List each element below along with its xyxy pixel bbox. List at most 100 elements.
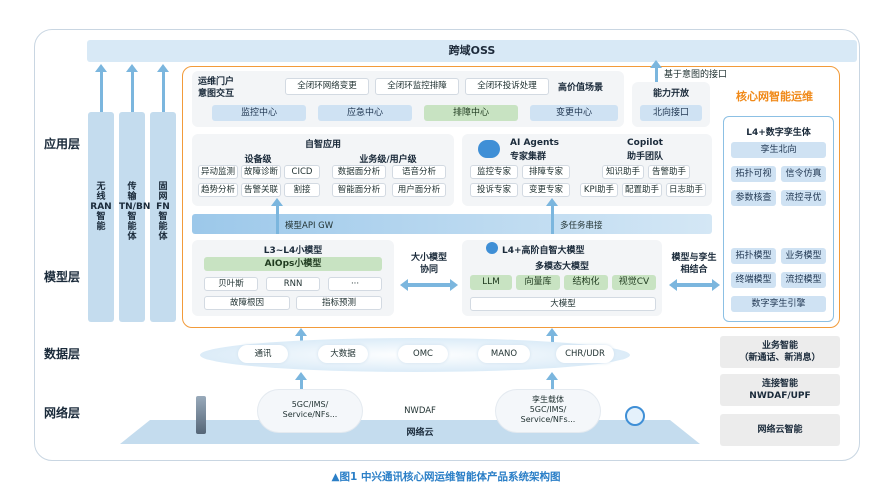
bidirectional-arrow-icon	[676, 283, 714, 287]
tower-icon	[196, 396, 206, 434]
collab-label-1: 大小模型	[410, 253, 447, 263]
gateway-band	[192, 214, 712, 234]
core-title: 核心网智能运维	[736, 90, 813, 103]
bidirectional-arrow-icon	[406, 283, 452, 287]
center-emergency: 应急中心	[318, 105, 412, 121]
device-level-title: 设备级	[244, 155, 272, 165]
arrow-head-left-icon	[669, 279, 677, 291]
column-tn-text: 传	[127, 182, 137, 192]
twin-item: 流控寻优	[781, 190, 826, 206]
twin-item: 拓扑可视	[731, 166, 776, 182]
small-model-item: 贝叶斯	[204, 277, 258, 291]
biz-item: 智能面分析	[332, 183, 386, 197]
up-arrow-icon	[295, 372, 307, 380]
copilot-title-2: 助手团队	[626, 152, 663, 162]
arrow-stem	[130, 72, 134, 112]
twin-collab-label-2: 相结合	[680, 265, 708, 275]
data-item: 大数据	[318, 345, 368, 363]
device-item: 故障诊断	[241, 165, 281, 179]
column-fn-text: 体	[158, 232, 168, 242]
cloud-intelligence-box: 网络云智能	[720, 414, 840, 446]
arrow-stem	[550, 206, 554, 234]
scenario-network-change: 全闭环网络变更	[285, 78, 369, 95]
portal-title-1: 运维门户	[198, 77, 235, 87]
up-arrow-icon	[126, 64, 138, 72]
column-fn-text: 能	[158, 222, 168, 232]
arrow-stem	[275, 206, 279, 234]
small-model-task: 指标预测	[296, 296, 382, 310]
column-ran: 无 线 RAN 智 能	[88, 112, 114, 322]
up-arrow-icon	[546, 328, 558, 336]
copilot-title-1: Copilot	[627, 138, 663, 148]
collab-label-2: 协同	[419, 265, 438, 275]
small-model-title: L3~L4小模型	[263, 246, 323, 256]
model-icon	[486, 242, 498, 254]
cloud-text: Service/NFs...	[520, 415, 576, 424]
arrow-stem	[654, 68, 658, 82]
autonomous-apps-title: 自智应用	[304, 140, 341, 150]
column-tn-text: TN/BN	[119, 202, 151, 212]
right-box-text: 连接智能	[761, 379, 798, 389]
portal-title-2: 意图交互	[198, 89, 235, 99]
center-troubleshoot: 排障中心	[424, 105, 518, 121]
twin-item: 信令仿真	[781, 166, 826, 182]
small-model-item: RNN	[266, 277, 320, 291]
twin-item: 参数核查	[731, 190, 776, 206]
large-model-base: 大模型	[470, 297, 656, 311]
biz-level-title: 业务级/用户级	[359, 155, 417, 165]
data-item: CHR/UDR	[556, 345, 614, 363]
data-item: MANO	[478, 345, 530, 363]
data-item: 通讯	[238, 345, 288, 363]
arrow-stem	[299, 380, 303, 390]
copilot-item: 知识助手	[602, 165, 644, 179]
arrow-stem	[550, 336, 554, 344]
cloud-text: 5GC/IMS/	[291, 400, 329, 409]
data-item: OMC	[398, 345, 448, 363]
up-arrow-icon	[650, 60, 662, 68]
twin-engine: 数字孪生引擎	[731, 296, 826, 312]
device-item: 告警关联	[241, 183, 281, 197]
copilot-item: 日志助手	[666, 183, 706, 197]
arrow-stem	[99, 72, 103, 112]
cloud-text: 孪生载体	[532, 395, 564, 404]
agent-item: 变更专家	[522, 183, 570, 197]
digital-twin-title: L4+数字孪生体	[746, 128, 811, 138]
cloud-text: Service/NFs...	[282, 410, 338, 419]
robot-icon	[478, 140, 500, 158]
multi-task-chain: 多任务串接	[560, 221, 603, 231]
device-item: 割接	[284, 183, 320, 197]
high-value-scenario-label: 高价值场景	[558, 83, 604, 93]
column-ran-text: 无	[96, 182, 106, 192]
arrow-stem	[161, 72, 165, 112]
device-item: CICD	[284, 165, 320, 179]
agent-item: 监控专家	[470, 165, 518, 179]
column-ran-text: 能	[96, 222, 106, 232]
copilot-item: 告警助手	[648, 165, 690, 179]
agents-title-1: AI Agents	[510, 138, 560, 148]
aiops-small-model: AIOps小模型	[204, 257, 382, 271]
agent-item: 排障专家	[522, 165, 570, 179]
twin-model-item: 流控模型	[781, 272, 826, 288]
column-fn: 固 网 FN 智 能 体	[150, 112, 176, 322]
cloud-twin-carrier: 孪生载体 5GC/IMS/ Service/NFs...	[496, 390, 600, 432]
small-model-item: ···	[328, 277, 382, 291]
digital-twin-frame	[723, 116, 834, 322]
net-cloud-label: 网络云	[406, 428, 434, 438]
agents-title-2: 专家集群	[510, 152, 547, 162]
multimodal-title: 多模态大模型	[534, 262, 589, 272]
column-ran-text: 智	[96, 212, 106, 222]
connection-intelligence-box: 连接智能 NWDAF/UPF	[720, 374, 840, 406]
column-tn-text: 体	[127, 232, 137, 242]
large-model-item: LLM	[470, 275, 512, 290]
biz-intelligence-box: 业务智能 （新通话、新消息）	[720, 336, 840, 368]
nwdaf-label: NWDAF	[404, 406, 436, 416]
arrow-stem	[550, 380, 554, 390]
large-model-item: 向量库	[516, 275, 560, 290]
copilot-item: KPI助手	[580, 183, 618, 197]
twin-model-item: 业务模型	[781, 248, 826, 264]
agent-item: 投诉专家	[470, 183, 518, 197]
layer-label-app: 应用层	[44, 137, 81, 151]
scenario-complaint: 全闭环投诉处理	[465, 78, 549, 95]
model-api-gw: 模型API GW	[285, 221, 334, 231]
center-monitor: 监控中心	[212, 105, 306, 121]
